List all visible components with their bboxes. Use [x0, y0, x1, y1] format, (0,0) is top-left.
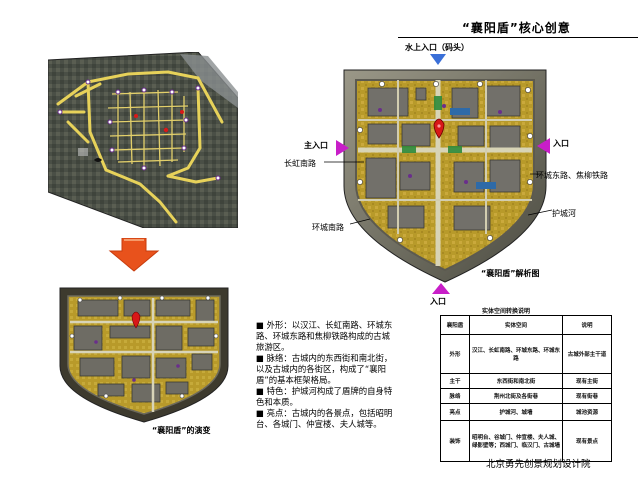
satellite-map	[48, 52, 238, 228]
table-cell: 装饰	[440, 420, 470, 462]
table-cell: 亮点	[440, 403, 470, 421]
main-shield	[343, 69, 547, 283]
entrance-right-label: 入口	[553, 139, 569, 148]
table-cell: 主干	[440, 373, 470, 389]
entrance-left-label: 主入口	[304, 141, 328, 150]
entrance-bottom-label: 入口	[430, 297, 446, 306]
description-feature: ■ 特色：护城河构成了盾牌的自身特色和本质。	[256, 386, 393, 407]
table-row: 外形 汉江、长虹南路、环城东路、环城东路 古城外部主干道	[440, 334, 612, 374]
table-header-row: 襄阳盾 实体空间 说明	[440, 315, 612, 335]
table-cell: 昭明台、谷城门、仲宣楼、夫人城、绿影壁等；西城门、临汉门、古城墙	[469, 420, 563, 462]
leader-line	[324, 161, 364, 163]
road-label-changhong: 长虹南路	[284, 159, 316, 168]
table-caption: 实体空间转换说明	[482, 308, 531, 315]
table-header-cell: 实体空间	[469, 315, 563, 335]
table-header-cell: 说明	[562, 315, 612, 335]
table-cell: 现有景点	[562, 420, 612, 462]
entrance-top-label: 水上入口（码头）	[405, 43, 469, 52]
title-rule	[398, 37, 638, 38]
description-veins: ■ 脉络：古城内的东西街和南北街，以及古城内的各街区，构成了“襄阳盾”的基本框架…	[256, 353, 393, 385]
table-row: 亮点 护城河、城墙 城池资源	[440, 403, 612, 421]
road-label-huchenghe: 护城河	[552, 209, 576, 218]
footer-credit: 北京勇先创景规划设计院	[486, 459, 591, 470]
small-shield	[59, 287, 229, 423]
conversion-table: 襄阳盾 实体空间 说明 外形 汉江、长虹南路、环城东路、环城东路 古城外部主干道…	[440, 315, 612, 462]
table-cell: 外形	[440, 334, 470, 374]
description-highlight: ■ 亮点：古城内的各景点，包括昭明台、各城门、仲宣楼、夫人城等。	[256, 408, 393, 429]
down-arrow	[108, 238, 160, 272]
table-row: 脉络 荆州北街及各街巷 现有街巷	[440, 388, 612, 404]
top-entrance-arrow-icon	[430, 54, 446, 65]
evolution-caption: “襄阳盾”的演变	[152, 426, 211, 435]
page-title: “襄阳盾”核心创意	[462, 21, 571, 35]
right-entrance-arrow-icon	[537, 138, 550, 154]
road-label-huancheng-south: 环城南路	[312, 223, 344, 232]
leader-line	[528, 209, 553, 216]
table-cell: 脉络	[440, 388, 470, 404]
table-cell: 古城外部主干道	[562, 334, 612, 374]
road-label-huancheng-east: 环城东路、焦柳铁路	[536, 171, 608, 180]
table-cell: 护城河、城墙	[469, 403, 563, 421]
leader-line	[350, 218, 370, 225]
bottom-entrance-arrow-icon	[432, 283, 450, 294]
description-block: ■ 外形：以汉江、长虹南路、环城东路、环城东路和焦柳铁路构成的古城旅游区。 ■ …	[256, 320, 398, 430]
left-entrance-arrow-icon	[336, 140, 349, 156]
table-cell: 汉江、长虹南路、环城东路、环城东路	[469, 334, 563, 374]
table-cell: 城池资源	[562, 403, 612, 421]
leader-line	[530, 173, 540, 175]
table-row: 装饰 昭明台、谷城门、仲宣楼、夫人城、绿影壁等；西城门、临汉门、古城墙 现有景点	[440, 420, 612, 462]
table-row: 主干 东西街和南北街 现有主街	[440, 373, 612, 389]
main-diagram-caption: “襄阳盾”解析图	[481, 269, 540, 278]
table-cell: 荆州北街及各街巷	[469, 388, 563, 404]
table-cell: 现有主街	[562, 373, 612, 389]
description-shape: ■ 外形：以汉江、长虹南路、环城东路、环城东路和焦柳铁路构成的古城旅游区。	[256, 320, 393, 352]
table-cell: 东西街和南北街	[469, 373, 563, 389]
table-header-cell: 襄阳盾	[440, 315, 470, 335]
table-cell: 现有街巷	[562, 388, 612, 404]
